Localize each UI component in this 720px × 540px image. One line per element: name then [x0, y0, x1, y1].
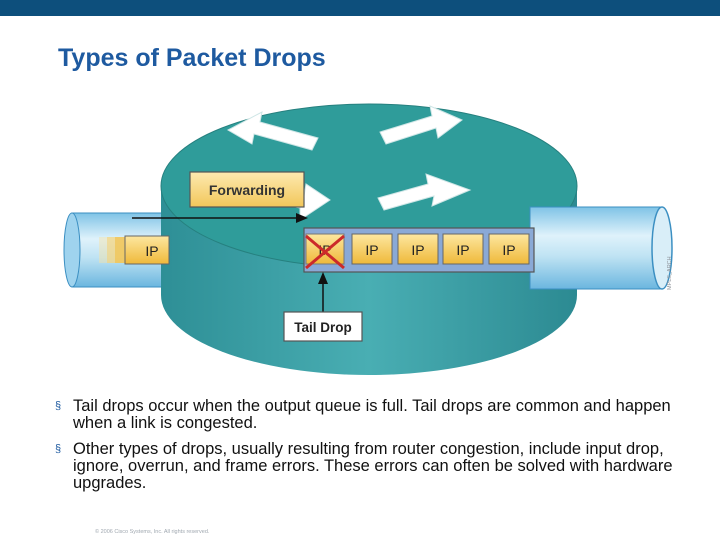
tail-drop-arrowhead [318, 272, 328, 284]
bullet-marker: § [55, 400, 62, 412]
queue-packet-label: IP [502, 242, 515, 258]
output-queue: IP IP IP IP IP [303, 227, 535, 273]
input-packet: IP [99, 235, 170, 265]
queue-packet-label: IP [456, 242, 469, 258]
slide-title: Types of Packet Drops [58, 44, 326, 72]
bullet-text: Other types of drops, usually resulting … [73, 440, 673, 492]
queue-packet: IP [442, 233, 484, 265]
queue-packet: IP [488, 233, 530, 265]
queue-packet: IP [351, 233, 393, 265]
bullet-marker: § [55, 443, 62, 455]
forwarding-label: Forwarding [209, 182, 285, 198]
router-arrow-icon [226, 111, 319, 151]
queue-packet-label: IP [411, 242, 424, 258]
bullet-item: § Other types of drops, usually resultin… [55, 441, 675, 492]
bullet-list: § Tail drops occur when the output queue… [55, 398, 675, 501]
router-arrow-icon [377, 173, 472, 211]
bullet-text: Tail drops occur when the output queue i… [73, 397, 671, 432]
output-pipe [529, 206, 673, 290]
header-bar [0, 0, 720, 16]
copyright: © 2006 Cisco Systems, Inc. All rights re… [95, 529, 210, 535]
forwarding-engine: Forwarding [189, 171, 305, 208]
bullet-item: § Tail drops occur when the output queue… [55, 398, 675, 432]
tail-drop-box: Tail Drop [283, 311, 363, 342]
queue-packet: IP [397, 233, 439, 265]
router-arrow-icon [379, 105, 463, 145]
input-packet-label: IP [145, 243, 158, 259]
queue-packet-label: IP [365, 242, 378, 258]
forwarding-path-arrowhead [296, 213, 308, 223]
figure-code: MPLS_ARCH [667, 256, 673, 290]
dropped-packet: IP [305, 233, 345, 270]
drop-x-icon [305, 234, 345, 270]
tail-drop-label: Tail Drop [294, 320, 352, 335]
